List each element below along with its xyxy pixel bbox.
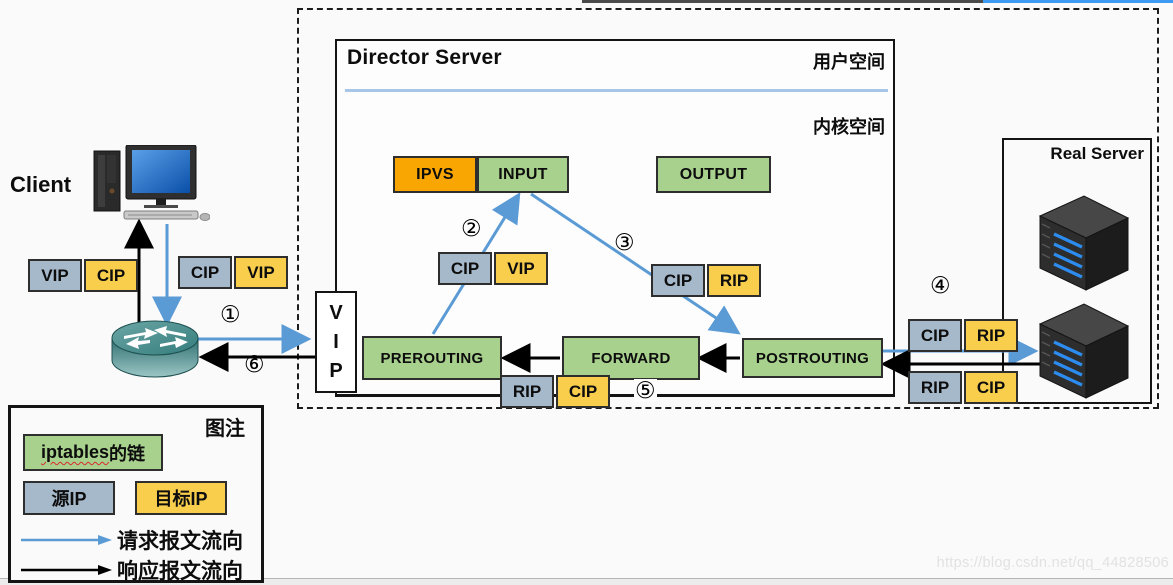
legend-response-flow-row: 响应报文流向 bbox=[19, 555, 243, 585]
packet-label-step5: RIP CIP bbox=[500, 375, 610, 408]
packet-label-client-response: VIP CIP bbox=[28, 259, 138, 292]
forward-chain-box: FORWARD bbox=[562, 336, 700, 380]
src-ip: RIP bbox=[500, 375, 554, 408]
kernel-space-label: 内核空间 bbox=[813, 117, 885, 137]
step-3-number: ③ bbox=[614, 229, 635, 255]
postrouting-chain-box: POSTROUTING bbox=[742, 338, 883, 378]
src-ip: CIP bbox=[908, 319, 962, 352]
src-ip: RIP bbox=[908, 371, 962, 404]
legend-request-flow-row: 请求报文流向 bbox=[19, 525, 243, 555]
step-2-number: ② bbox=[461, 215, 482, 241]
real-server-icon bbox=[1038, 195, 1130, 291]
src-ip: CIP bbox=[178, 256, 232, 289]
real-server-title: Real Server bbox=[1050, 144, 1144, 163]
vip-letter: I bbox=[333, 330, 339, 353]
dst-ip: CIP bbox=[964, 371, 1018, 404]
step-4-number: ④ bbox=[930, 272, 951, 298]
dst-ip: CIP bbox=[84, 259, 138, 292]
dst-ip: CIP bbox=[556, 375, 610, 408]
dst-ip: VIP bbox=[494, 252, 548, 285]
legend-dest-ip-chip: 目标IP bbox=[135, 481, 227, 515]
vip-letter: P bbox=[329, 359, 343, 382]
legend-chain-word: 的链 bbox=[109, 443, 146, 464]
packet-label-step2: CIP VIP bbox=[438, 252, 548, 285]
dst-ip: RIP bbox=[964, 319, 1018, 352]
prerouting-chain-box: PREROUTING bbox=[362, 336, 502, 380]
vip-address-box: V I P bbox=[315, 291, 357, 393]
input-chain-box: INPUT bbox=[477, 156, 569, 193]
blue-arrow-icon bbox=[21, 535, 112, 545]
packet-label-rs-request: CIP RIP bbox=[908, 319, 1018, 352]
output-chain-box: OUTPUT bbox=[656, 156, 771, 193]
step-6-number: ⑥ bbox=[244, 351, 265, 377]
top-edge-strip-blue bbox=[983, 0, 1173, 3]
vip-letter: V bbox=[329, 301, 343, 324]
dst-ip: RIP bbox=[707, 264, 761, 297]
top-edge-strip-gray bbox=[582, 0, 983, 3]
src-ip: VIP bbox=[28, 259, 82, 292]
legend-source-ip-chip: 源IP bbox=[23, 481, 115, 515]
director-server-title: Director Server bbox=[347, 46, 502, 69]
router-icon bbox=[111, 320, 199, 378]
legend-response-flow-label: 响应报文流向 bbox=[117, 560, 243, 583]
real-server-box: Real Server bbox=[1002, 138, 1152, 404]
ipvs-box: IPVS bbox=[393, 156, 477, 193]
src-ip: CIP bbox=[438, 252, 492, 285]
packet-label-client-request: CIP VIP bbox=[178, 256, 288, 289]
legend-title: 图注 bbox=[205, 418, 245, 440]
legend-request-flow-label: 请求报文流向 bbox=[117, 530, 243, 553]
bottom-edge-strip bbox=[0, 578, 1173, 585]
dst-ip: VIP bbox=[234, 256, 288, 289]
step-5-number: ⑤ bbox=[634, 377, 657, 403]
black-arrow-icon bbox=[21, 565, 112, 575]
step-1-number: ① bbox=[220, 301, 241, 327]
client-computer-icon bbox=[93, 145, 210, 221]
src-ip: CIP bbox=[651, 264, 705, 297]
csdn-watermark: https://blog.csdn.net/qq_44828506 bbox=[936, 555, 1169, 571]
user-space-label: 用户空间 bbox=[813, 52, 885, 72]
packet-label-rs-response: RIP CIP bbox=[908, 371, 1018, 404]
packet-label-step3: CIP RIP bbox=[651, 264, 761, 297]
client-label: Client bbox=[10, 172, 72, 197]
user-kernel-separator bbox=[345, 89, 888, 92]
legend-iptables-word: iptables bbox=[40, 442, 110, 462]
real-server-icon bbox=[1038, 303, 1130, 399]
lvs-dashed-boundary bbox=[297, 8, 1159, 409]
